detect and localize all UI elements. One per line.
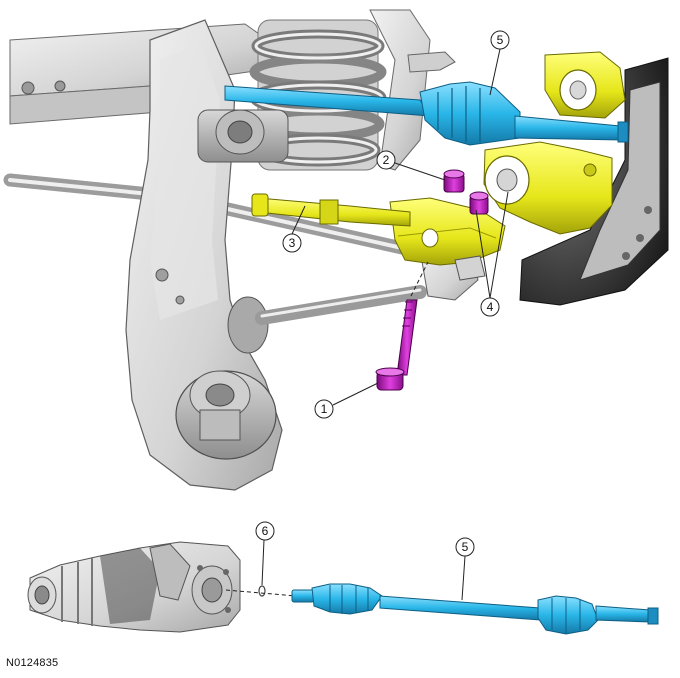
nut-4 bbox=[469, 191, 489, 215]
knuckle-main bbox=[483, 141, 613, 235]
callout-5-bottom: 5 bbox=[455, 537, 475, 557]
halfshaft-install-path bbox=[225, 589, 297, 597]
bolt-install-path bbox=[410, 261, 429, 297]
circlip bbox=[258, 585, 266, 597]
rear-suspension-assembly bbox=[3, 9, 669, 491]
callout-1: 1 bbox=[314, 399, 334, 419]
halfshaft-bottom bbox=[291, 583, 659, 635]
lower-bolt bbox=[375, 299, 418, 391]
callout-6-label: 6 bbox=[262, 524, 269, 538]
callout-4: 4 bbox=[480, 297, 500, 317]
lower-bushing bbox=[175, 370, 277, 460]
toe-link-rod bbox=[251, 193, 411, 227]
callout-group-top: 5 2 3 4 1 bbox=[282, 30, 510, 419]
callout-6: 6 bbox=[255, 521, 275, 541]
callout-1-label: 1 bbox=[321, 402, 328, 416]
callout-4-label: 4 bbox=[487, 300, 494, 314]
callout-2-label: 2 bbox=[383, 153, 390, 167]
figure-id: N0124835 bbox=[6, 657, 59, 669]
upper-arm bbox=[369, 9, 431, 171]
callout-3-label: 3 bbox=[289, 236, 296, 250]
callout-5-top: 5 bbox=[490, 30, 510, 50]
callout-group-bottom: 6 5 bbox=[255, 521, 475, 601]
pivot-bushing bbox=[197, 109, 289, 163]
callout-5-top-label: 5 bbox=[497, 33, 504, 47]
differential-housing bbox=[27, 541, 241, 633]
callout-2: 2 bbox=[376, 150, 396, 170]
arm-bushing bbox=[227, 296, 269, 354]
nut-2 bbox=[443, 169, 465, 193]
differential-and-halfshaft bbox=[27, 541, 659, 635]
callout-5-bottom-label: 5 bbox=[462, 540, 469, 554]
callout-3: 3 bbox=[282, 233, 302, 253]
brake-rotor bbox=[519, 57, 669, 306]
halfshaft-top bbox=[224, 81, 629, 146]
lateral-link bbox=[255, 285, 427, 325]
knuckle-upper bbox=[544, 51, 626, 119]
